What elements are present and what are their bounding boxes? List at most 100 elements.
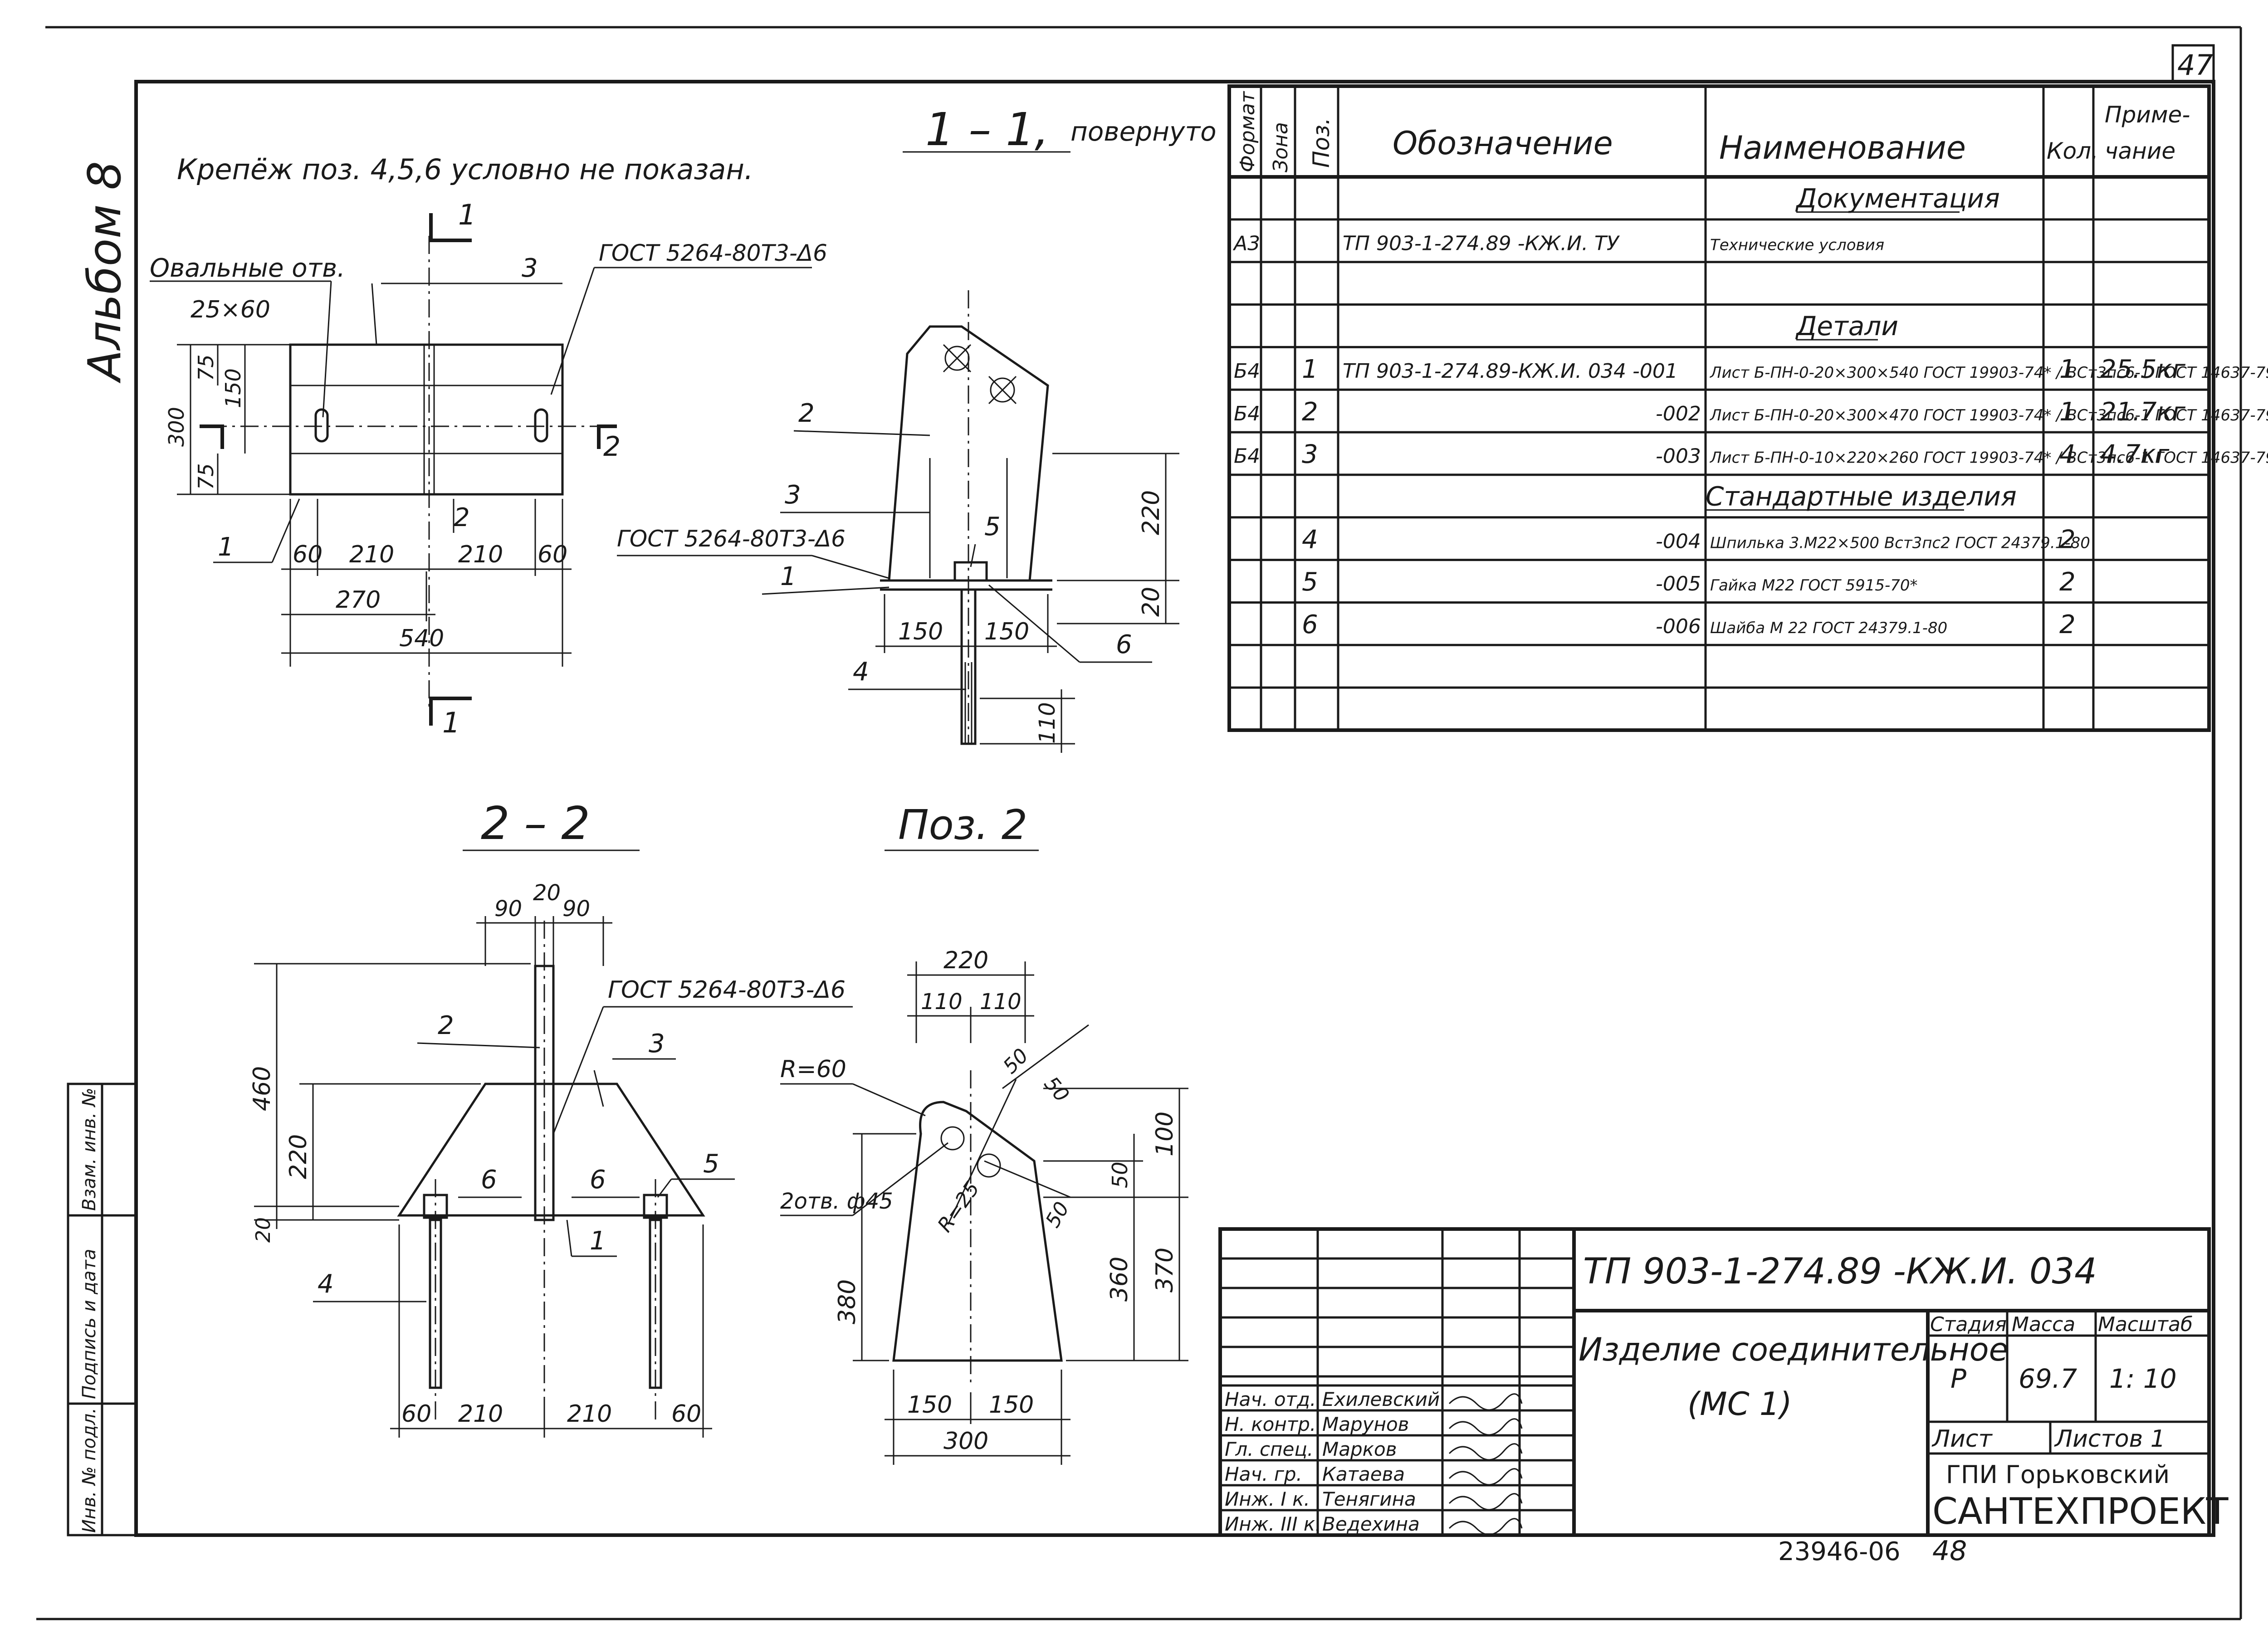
sheet-number-box: 47 [2171, 44, 2215, 83]
plan-pos1: 1 [218, 532, 234, 562]
spec-pos-cell: 6 [1302, 610, 1318, 639]
item-name: Изделие соединительное [1579, 1331, 2009, 1368]
sign-name: Марунов [1322, 1413, 1409, 1435]
spec-qty-cell: 2 [2059, 610, 2076, 639]
sheet-number: 47 [2177, 49, 2213, 82]
pos2-detail: Поз. 2 R=60 2отв. ф45 R=25 220 110 110 5… [780, 801, 1188, 1465]
plan-view: 1 1 2 Овальные отв. 25×60 ГОСТ 5264-80Т3… [150, 198, 827, 739]
section1-dim-20: 20 [1138, 587, 1165, 617]
spec-row: 4 -004 Шпилька 3.М22×500 Вст3пс2 ГОСТ 2437… [1302, 525, 2090, 554]
pos2-dim-100: 100 [1151, 1112, 1178, 1156]
col-name-header: Наименование [1719, 129, 1966, 166]
plan-dim-210a: 210 [349, 541, 394, 568]
archive-code: 23946-06 [1778, 1537, 1901, 1566]
pos2-title: Поз. 2 [898, 801, 1027, 849]
sign-role: Нач. гр. [1225, 1463, 1302, 1485]
pos2-dim-50c: 50 [1108, 1161, 1132, 1188]
pos2-dim-50a: 50 [999, 1044, 1033, 1078]
section2-pos3: 3 [649, 1029, 665, 1058]
sign-name: Тенягина [1322, 1488, 1416, 1510]
spec-note-cell: 4.7кг [2100, 440, 2170, 469]
org-line1: ГПИ Горьковский [1946, 1460, 2170, 1489]
spec-format-cell: Б4 [1234, 445, 1260, 468]
spec-name-cell: Документация [1795, 183, 2000, 214]
spec-code-cell: -004 [1656, 530, 1701, 553]
plan-dim-60a: 60 [293, 541, 323, 568]
pos2-dim-110a: 110 [921, 989, 963, 1015]
plan-dim-270: 270 [336, 586, 381, 614]
scale-value: 1: 10 [2109, 1363, 2177, 1394]
section-1-1: 1 – 1, повернуто 2 3 ГОСТ 5264-80Т3-Δ6 1… [617, 103, 1217, 753]
pos2-dim-50b: 50 [1040, 1072, 1074, 1107]
spec-name-cell: Гайка М22 ГОСТ 5915-70* [1710, 576, 1918, 595]
plan-dim-75b: 75 [194, 463, 218, 490]
plan-pos2: 2 [454, 503, 470, 532]
section2-pos6b: 6 [590, 1165, 606, 1195]
section2-weld-label: ГОСТ 5264-80Т3-Δ6 [608, 976, 846, 1004]
stamp-signature-date: Подпись и дата [79, 1249, 100, 1399]
spec-row: Стандартные изделия [1706, 481, 2017, 512]
page-number: 48 [1932, 1535, 1967, 1567]
doc-code: ТП 903-1-274.89 -КЖ.И. 034 [1583, 1251, 2097, 1292]
spec-name-cell: Шпилька 3.М22×500 Вст3пс2 ГОСТ 24379.1-8… [1710, 534, 2090, 552]
spec-row: Документация [1795, 183, 2000, 214]
section2-dim-20: 20 [533, 880, 561, 906]
pos2-dim-150a: 150 [907, 1391, 952, 1419]
section2-dim-90b: 90 [562, 896, 590, 922]
spec-name-cell: Стандартные изделия [1706, 481, 2017, 512]
pos2-dim-220: 220 [943, 947, 988, 974]
section-2-2: 2 – 2 2 ГОСТ 5264-80Т3-Δ6 3 6 6 5 1 4 [249, 797, 853, 1438]
sign-role: Нач. отд. [1225, 1388, 1316, 1410]
spec-qty-cell: 1 [2059, 355, 2076, 384]
section1-pos5: 5 [984, 512, 1001, 541]
spec-pos-cell: 2 [1302, 397, 1318, 427]
section2-dim-220: 220 [285, 1134, 312, 1179]
plan-section-mark-top: 1 [458, 198, 476, 231]
spec-qty-cell: 2 [2059, 567, 2076, 597]
section1-dim-110: 110 [1035, 702, 1060, 744]
sign-role: Н. контр. [1225, 1413, 1316, 1435]
spec-name-cell: Детали [1795, 311, 1898, 341]
spec-note-cell: 25.5кг [2100, 355, 2186, 384]
section2-dim-60b: 60 [671, 1400, 701, 1428]
spec-pos-cell: 4 [1302, 525, 1318, 554]
spec-format-cell: Б4 [1234, 402, 1260, 425]
plan-dim-150: 150 [221, 368, 245, 408]
item-mark: (МС 1) [1687, 1385, 1792, 1423]
section1-subtitle: повернуто [1070, 116, 1217, 147]
side-stamp: Инв. № подл. Подпись и дата Взам. инв. № [67, 1083, 137, 1536]
signature-scribble [1448, 1418, 1523, 1436]
spec-qty-cell: 1 [2059, 397, 2076, 427]
spec-name-cell: Лист Б-ПН-0-10×220×260 ГОСТ 19903-74* / … [1709, 449, 2268, 467]
section1-pos6: 6 [1116, 630, 1132, 659]
note-text: Крепёж поз. 4,5,6 условно не показан. [177, 153, 753, 186]
spec-row: Детали [1795, 311, 1898, 341]
section1-title: 1 – 1, [925, 103, 1049, 156]
plan-dim-60b: 60 [538, 541, 567, 568]
section1-pos3: 3 [785, 480, 801, 510]
spec-code-cell: -006 [1656, 615, 1701, 638]
sign-role: Инж. I к. [1225, 1488, 1310, 1510]
signature-scribble [1448, 1393, 1523, 1411]
pos2-dim-300: 300 [943, 1428, 988, 1455]
col-note-header-2: чание [2105, 138, 2175, 164]
section1-dim-220: 220 [1138, 490, 1165, 535]
pos2-holes-label: 2отв. ф45 [780, 1189, 893, 1214]
col-format-header: Формат [1236, 91, 1259, 172]
sign-role: Гл. спец. [1225, 1438, 1313, 1460]
spec-pos-cell: 5 [1302, 567, 1318, 597]
sign-name: Марков [1322, 1438, 1397, 1460]
section2-dim-210b: 210 [567, 1400, 612, 1428]
section2-dim-90a: 90 [494, 896, 522, 922]
signature-scribble [1448, 1468, 1523, 1486]
pos2-dim-50d: 50 [1041, 1198, 1074, 1232]
signature-scribble [1448, 1443, 1523, 1461]
spec-pos-cell: 3 [1302, 440, 1318, 469]
signature-scribble [1448, 1493, 1523, 1511]
spec-qty-cell: 4 [2059, 440, 2076, 469]
sign-name: Ехилевский [1322, 1388, 1440, 1410]
